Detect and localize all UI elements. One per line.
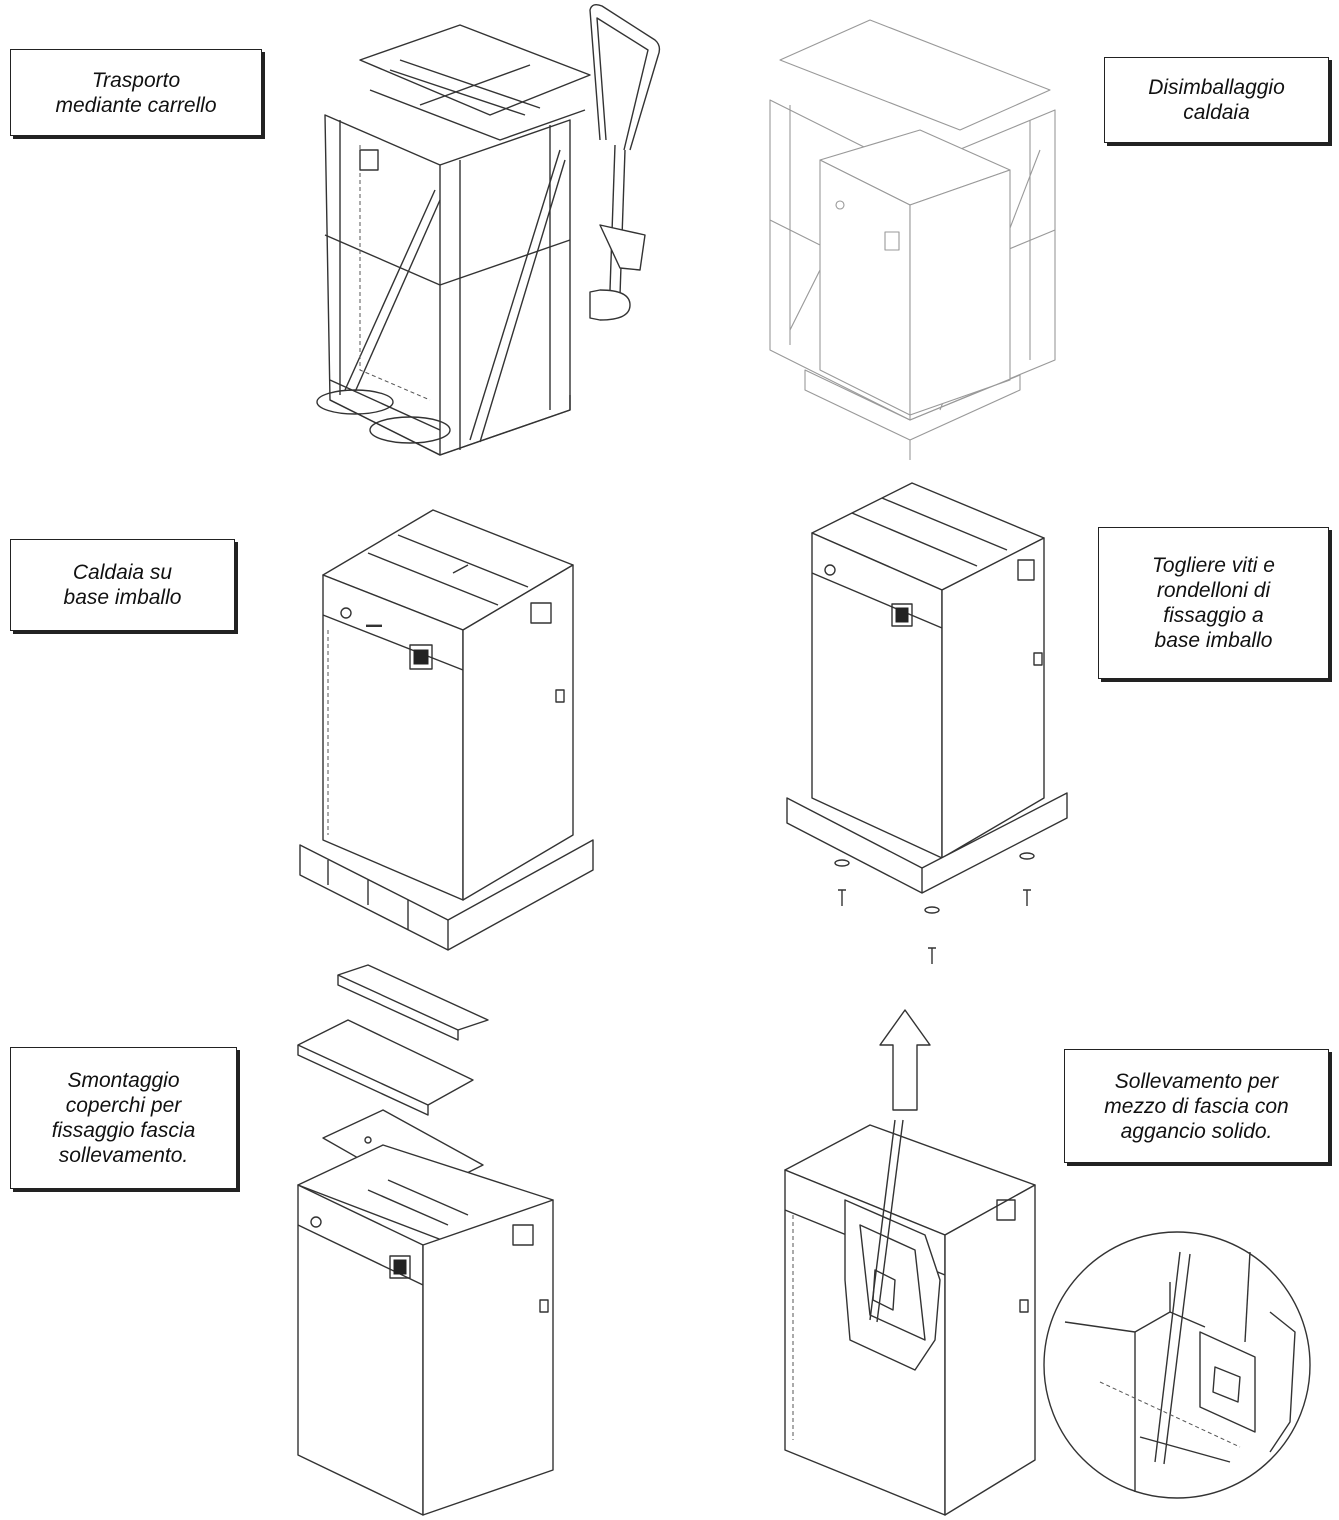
boiler-side: [942, 538, 1044, 858]
truck-handle: [590, 5, 659, 150]
label-line: Caldaia su: [72, 561, 173, 584]
crate-on-pallet-truck-illustration: [300, 0, 680, 470]
boiler-side: [945, 1185, 1035, 1515]
label-line: Togliere viti e: [1152, 554, 1275, 577]
label-transport: Trasporto mediante carrello: [10, 49, 262, 136]
truck-body: [600, 225, 645, 270]
washer: [1020, 853, 1034, 859]
unpacking-crate-illustration: [760, 0, 1070, 470]
label-line: Sollevamento per: [1114, 1069, 1279, 1093]
label-line: coperchi per: [65, 1094, 182, 1117]
boiler-knob: [341, 608, 351, 618]
washer: [835, 860, 849, 866]
cover-panel: [298, 1020, 473, 1105]
detail-circle: [1044, 1232, 1310, 1498]
boiler-control-panel: [892, 604, 912, 626]
fork-right: [370, 417, 450, 443]
label-line: fissaggio fascia: [51, 1119, 196, 1142]
label-line: mezzo di fascia con: [1104, 1094, 1289, 1118]
boiler-control-panel: [410, 645, 432, 669]
boiler-screws-removal-illustration: [782, 478, 1072, 968]
boiler-side: [423, 1200, 553, 1515]
crate-top: [360, 25, 590, 115]
covers-removal-illustration: [288, 960, 578, 1520]
truck-wheel-cover: [590, 290, 630, 320]
label-line: Disimballaggio: [1148, 76, 1285, 99]
lifting-strap-detail: [1155, 1252, 1180, 1462]
boiler-control-panel: [390, 1256, 410, 1278]
boiler-side: [910, 170, 1010, 415]
pallet: [805, 370, 1020, 440]
hook-detail-magnifier: [1040, 1222, 1320, 1512]
fork-left: [317, 390, 393, 414]
label-line: base imballo: [63, 586, 182, 609]
label-line: fissaggio a: [1163, 604, 1264, 627]
lifting-strap: [870, 1120, 895, 1320]
label-line: Smontaggio: [67, 1069, 180, 1092]
boiler-side: [463, 565, 573, 900]
label-on-pallet: Caldaia su base imballo: [10, 539, 235, 631]
screw: [928, 948, 936, 964]
label-remove-covers: Smontaggio coperchi per fissaggio fascia…: [10, 1047, 237, 1189]
lift-arrow: [880, 1010, 930, 1110]
truck-handle-inner: [597, 18, 648, 150]
label-line: sollevamento.: [58, 1144, 189, 1167]
label-lift: Sollevamento per mezzo di fascia con agg…: [1064, 1049, 1329, 1163]
cover-piece-top: [338, 965, 488, 1030]
boiler-cutout: [845, 1200, 940, 1370]
boiler-front: [820, 160, 910, 415]
label-line: mediante carrello: [55, 93, 217, 117]
crate-top-frame: [780, 20, 1050, 130]
svg-text:▬▬: ▬▬: [366, 620, 382, 629]
boiler-on-pallet-illustration: ▬▬: [298, 505, 598, 950]
label-line: aggancio solido.: [1120, 1119, 1273, 1143]
screw: [1023, 890, 1031, 906]
washer: [925, 907, 939, 913]
screw: [838, 890, 846, 906]
label-line: rondelloni di: [1156, 579, 1271, 602]
label-line: caldaia: [1183, 101, 1250, 124]
label-line: base imballo: [1154, 629, 1273, 652]
label-unpack: Disimballaggio caldaia: [1104, 57, 1329, 143]
label-remove-screws: Togliere viti e rondelloni di fissaggio …: [1098, 527, 1329, 679]
label-line: Trasporto: [91, 68, 181, 92]
lifting-strap-illustration: [775, 1010, 1065, 1520]
